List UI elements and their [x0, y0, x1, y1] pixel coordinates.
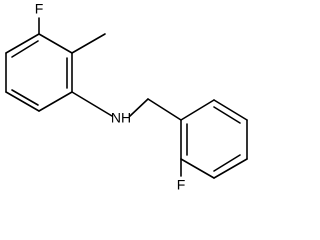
- fluorine-bottom-label: F: [177, 177, 186, 193]
- right-benzene-ring: [180, 99, 248, 179]
- left-ring-bond-6: [5, 33, 40, 54]
- molecule-canvas: F NH F: [5, 0, 248, 193]
- left-ring-bond-1: [38, 33, 73, 54]
- left-ring-bond-3: [38, 91, 73, 112]
- left-benzene-ring: [5, 33, 73, 112]
- left-ring-bond-4: [5, 91, 40, 112]
- left-ring-double-bond-2: [11, 89, 39, 106]
- n-ch2-bond: [129, 98, 149, 117]
- molecule-structure-svg: F NH F: [5, 1, 248, 193]
- ch2-ring-bond: [147, 98, 182, 121]
- c-n-bond: [71, 91, 113, 117]
- fluorine-top-label: F: [35, 1, 44, 17]
- right-ring-bond-1: [180, 99, 215, 121]
- amine-label: NH: [111, 110, 131, 126]
- right-ring-double-bond-1: [213, 106, 241, 124]
- left-ring-double-bond-3: [11, 40, 39, 58]
- right-ring-double-bond-2: [213, 154, 241, 172]
- right-ring-bond-2: [213, 99, 248, 121]
- right-ring-bond-5: [180, 158, 215, 179]
- methyl-bond: [71, 33, 106, 54]
- right-ring-bond-4: [213, 158, 248, 179]
